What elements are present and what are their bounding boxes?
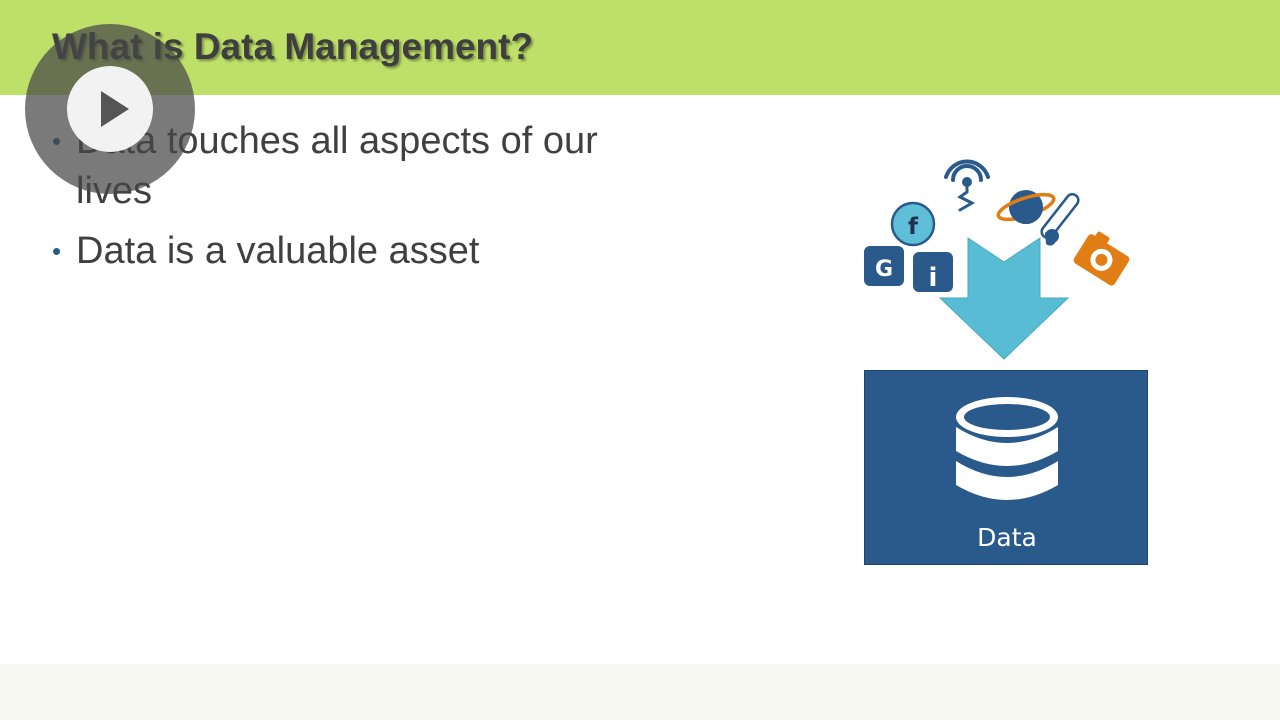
test-tube-icon: [1040, 192, 1080, 246]
info-icon: i: [913, 252, 953, 293]
svg-text:f: f: [908, 214, 919, 240]
data-illustration: f G i: [864, 159, 1130, 360]
camera-icon: [1073, 231, 1130, 286]
svg-text:G: G: [875, 257, 893, 282]
play-icon: [101, 91, 129, 127]
play-button[interactable]: [25, 24, 195, 194]
down-arrow-icon: [938, 237, 1070, 360]
svg-text:i: i: [929, 263, 938, 293]
bullet-marker: •: [52, 236, 62, 266]
planet-icon: [996, 190, 1056, 224]
database-icon: [956, 397, 1058, 500]
data-box: Data: [864, 370, 1148, 565]
footer-band: [0, 664, 1280, 720]
antenna-icon: [944, 159, 990, 212]
slide-header: What is Data Management?: [0, 0, 1280, 95]
facebook-icon: f: [890, 201, 936, 247]
play-button-inner[interactable]: [67, 66, 153, 152]
bullet-item: • Data is a valuable asset: [50, 226, 650, 276]
data-box-label: Data: [977, 523, 1037, 552]
google-icon: G: [864, 246, 904, 286]
bullet-text: Data is a valuable asset: [76, 230, 480, 272]
